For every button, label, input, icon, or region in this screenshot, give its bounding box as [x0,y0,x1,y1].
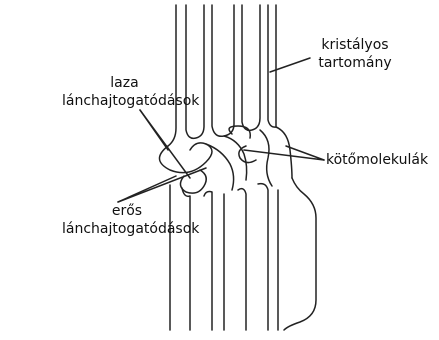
leader-eros-2 [118,168,206,202]
label-loose-line-1: laza [62,74,187,92]
loose-fold-right [239,146,256,163]
label-tight-folds: erős lánchajtogatódások [62,202,192,238]
lower-fold-2 [204,192,212,331]
label-tie-line-1: kötőmolekulák [326,151,438,169]
tie-molecule-2 [224,136,247,180]
upper-fold-1 [186,5,204,138]
label-tie-molecules: kötőmolekulák [326,151,438,169]
upper-fold-2 [212,5,234,136]
label-tight-line-1: erős [62,202,192,220]
amorphous-region [159,126,292,193]
label-crystalline-line-2: tartomány [300,54,410,72]
tight-fold-right [276,127,292,178]
label-loose-line-2: lánchajtogatódások [62,92,187,110]
label-loose-folds: laza lánchajtogatódások [62,74,187,110]
tie-molecule-1 [206,144,234,190]
tie-molecule-4 [260,130,272,186]
label-crystalline-line-1: kristályos [300,36,410,54]
upper-fold-3 [242,5,260,130]
label-tight-line-2: lánchajtogatódások [62,220,192,238]
lower-fold-5 [258,184,268,330]
lower-outer-stem [284,178,316,330]
label-crystalline-region: kristályos tartomány [300,36,410,72]
upper-fold-4 [268,5,276,127]
lower-fold-4 [238,189,246,330]
lower-crystalline-lamella [170,178,316,330]
